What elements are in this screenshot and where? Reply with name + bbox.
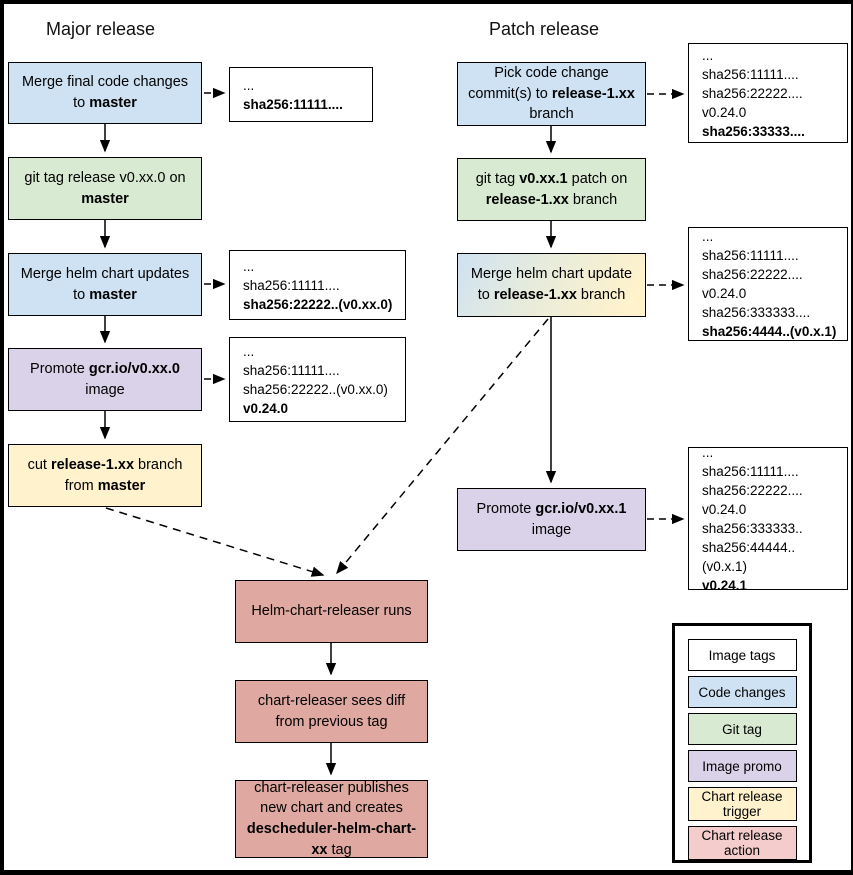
- major-box-cut-branch-label: cut release-1.xx branch from master: [27, 456, 183, 494]
- major-box-git-tag-label: git tag release v0.xx.0 on master: [24, 169, 186, 207]
- major-box-merge-helm-chart: Merge helm chart updates to master: [8, 253, 202, 316]
- major-note-image-tags-2: ...sha256:11111....sha256:22222..(v0.xx.…: [229, 250, 406, 320]
- legend-item-image-tags: Image tags: [687, 639, 797, 671]
- releaser-box-runs-label: Helm-chart-releaser runs: [251, 603, 412, 620]
- dashed-arrow-cut-branch-to-releaser: [105, 507, 325, 577]
- legend-item-chart-release-action: Chart release action: [687, 826, 797, 860]
- patch-box-promote-image: Promote gcr.io/v0.xx.1 image: [457, 488, 646, 551]
- legend: Image tags Code changes Git tag Image pr…: [672, 623, 812, 863]
- major-box-merge-helm-chart-label: Merge helm chart updates to master: [20, 265, 190, 303]
- major-box-promote-image: Promote gcr.io/v0.xx.0 image: [8, 348, 202, 411]
- releaser-box-publishes: chart-releaser publishes new chart and c…: [235, 780, 428, 858]
- patch-note-image-tags-2: ...sha256:11111....sha256:22222....v0.24…: [688, 227, 848, 341]
- legend-item-git-tag: Git tag: [687, 713, 797, 745]
- legend-item-code-changes: Code changes: [687, 676, 797, 708]
- patch-box-pick-commits: Pick code change commit(s) to release-1.…: [457, 62, 646, 126]
- releaser-box-publishes-label: chart-releaser publishes new chart and c…: [246, 779, 417, 858]
- major-note-image-tags-3: ...sha256:11111....sha256:22222..(v0.xx.…: [229, 337, 406, 422]
- releaser-box-runs: Helm-chart-releaser runs: [235, 580, 428, 643]
- releaser-box-sees-diff-label: chart-releaser sees diff from previous t…: [257, 692, 406, 730]
- major-box-merge-final-code-label: Merge final code changes to master: [21, 74, 189, 111]
- releaser-box-sees-diff: chart-releaser sees diff from previous t…: [235, 680, 428, 743]
- patch-note-image-tags-1: ...sha256:11111....sha256:22222....v0.24…: [688, 43, 848, 143]
- legend-item-chart-release-trigger: Chart release trigger: [687, 787, 797, 821]
- major-box-cut-branch: cut release-1.xx branch from master: [8, 444, 202, 507]
- major-box-promote-image-label: Promote gcr.io/v0.xx.0 image: [30, 360, 180, 398]
- patch-release-title: Patch release: [489, 19, 600, 39]
- major-release-title: Major release: [46, 19, 156, 39]
- patch-box-pick-commits-label: Pick code change commit(s) to release-1.…: [468, 65, 635, 123]
- patch-box-merge-helm-chart-label: Merge helm chart update to release-1.xx …: [470, 266, 633, 303]
- major-note-image-tags-1: ...sha256:11111....: [229, 67, 373, 122]
- major-box-git-tag: git tag release v0.xx.0 on master: [8, 157, 202, 220]
- patch-box-git-tag: git tag v0.xx.1 patch on release-1.xx br…: [457, 158, 646, 221]
- major-box-merge-final-code: Merge final code changes to master: [8, 62, 202, 124]
- patch-note-image-tags-3: ...sha256:11111....sha256:22222....v0.24…: [688, 445, 848, 593]
- patch-box-git-tag-label: git tag v0.xx.1 patch on release-1.xx br…: [475, 170, 628, 208]
- patch-box-promote-image-label: Promote gcr.io/v0.xx.1 image: [476, 500, 627, 538]
- legend-item-image-promo: Image promo: [687, 750, 797, 782]
- patch-box-merge-helm-chart: Merge helm chart update to release-1.xx …: [457, 253, 646, 317]
